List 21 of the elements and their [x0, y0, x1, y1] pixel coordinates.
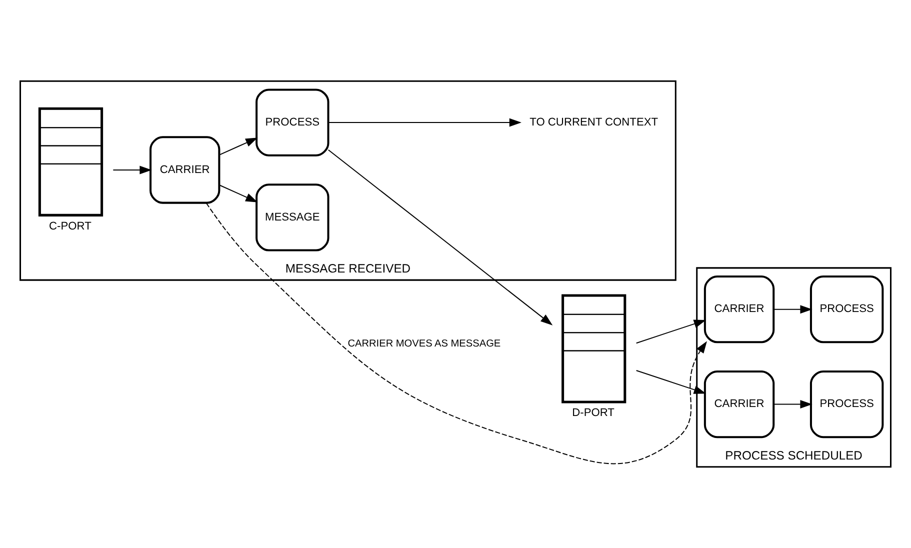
arrow	[636, 320, 706, 344]
arrow	[219, 184, 258, 202]
node-box: MESSAGE	[256, 184, 330, 252]
node-label: D-PORT	[572, 407, 614, 420]
arrow	[206, 202, 707, 464]
edge-label: CARRIER MOVES AS MESSAGE	[348, 338, 501, 350]
arrow	[636, 370, 706, 394]
node-box: PROCESS	[810, 276, 884, 344]
node-text: TO CURRENT CONTEXT	[530, 116, 658, 128]
node-box: CARRIER	[704, 370, 775, 438]
node-box: CARRIER	[704, 276, 775, 344]
arrow	[774, 400, 812, 409]
arrow	[113, 166, 152, 174]
arrow	[328, 118, 522, 127]
arrow	[219, 138, 258, 156]
arrow	[774, 305, 812, 314]
node-box: CARRIER	[150, 136, 220, 204]
node-box: PROCESS	[810, 370, 884, 438]
arrow	[328, 149, 553, 326]
node-label: C-PORT	[49, 220, 92, 232]
node-box: PROCESS	[256, 88, 330, 156]
